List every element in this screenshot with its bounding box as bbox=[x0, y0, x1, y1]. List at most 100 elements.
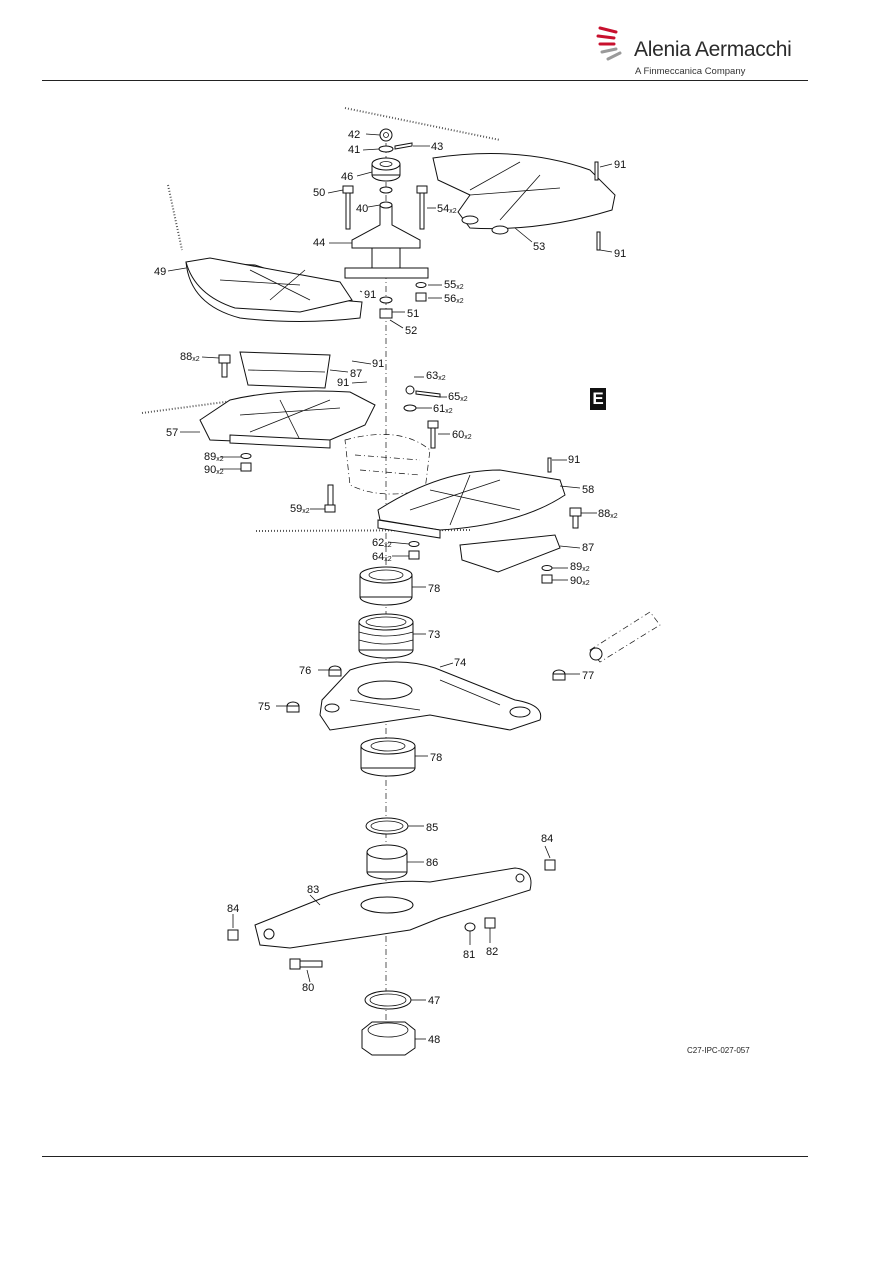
bracket-part bbox=[459, 534, 561, 573]
callout-90: 90x2 bbox=[570, 575, 590, 587]
bolt-part bbox=[289, 958, 323, 970]
bearing-part bbox=[360, 737, 416, 777]
washer-part bbox=[408, 541, 420, 547]
callout-60: 60x2 bbox=[452, 429, 472, 441]
callout-number: 54 bbox=[437, 203, 449, 215]
callout-number: 49 bbox=[154, 266, 166, 278]
callout-number: 75 bbox=[258, 701, 270, 713]
callout-quantity: x2 bbox=[216, 469, 224, 476]
callout-75: 75 bbox=[258, 701, 270, 713]
callout-number: 86 bbox=[426, 857, 438, 869]
callout-number: 89 bbox=[570, 561, 582, 573]
nut-part bbox=[544, 859, 556, 871]
callout-number: 46 bbox=[341, 171, 353, 183]
callout-quantity: x2 bbox=[384, 542, 392, 549]
callout-number: 51 bbox=[407, 308, 419, 320]
section-line bbox=[167, 184, 183, 251]
fairing-part bbox=[185, 257, 363, 322]
lever-part bbox=[319, 661, 542, 731]
callout-73: 73 bbox=[428, 629, 440, 641]
callout-quantity: x2 bbox=[216, 456, 224, 463]
callout-number: 40 bbox=[356, 203, 368, 215]
callout-quantity: x2 bbox=[192, 356, 200, 363]
callout-91: 91 bbox=[614, 248, 626, 260]
callout-number: 63 bbox=[426, 370, 438, 382]
callout-number: 41 bbox=[348, 144, 360, 156]
figure-reference-code: C27-IPC-027-057 bbox=[687, 1046, 750, 1055]
callout-78: 78 bbox=[430, 752, 442, 764]
plate-part bbox=[377, 469, 566, 539]
fairing-part bbox=[432, 153, 616, 235]
washer-part bbox=[403, 404, 417, 412]
callout-84: 84 bbox=[541, 833, 553, 845]
bolt-part bbox=[324, 484, 336, 513]
view-label: E bbox=[590, 388, 606, 410]
callout-61: 61x2 bbox=[433, 403, 453, 415]
brand-subtitle: A Finmeccanica Company bbox=[635, 66, 746, 77]
nut-part bbox=[408, 550, 420, 560]
callout-number: 90 bbox=[204, 464, 216, 476]
callout-46: 46 bbox=[341, 171, 353, 183]
callout-44: 44 bbox=[313, 237, 325, 249]
bracket-part bbox=[239, 351, 331, 389]
callout-90: 90x2 bbox=[204, 464, 224, 476]
callout-quantity: x2 bbox=[445, 408, 453, 415]
nut-part bbox=[379, 308, 393, 319]
callout-89: 89x2 bbox=[570, 561, 590, 573]
callout-number: 80 bbox=[302, 982, 314, 994]
callout-quantity: x2 bbox=[610, 513, 618, 520]
nut-part bbox=[415, 292, 427, 302]
callout-88: 88x2 bbox=[180, 351, 200, 363]
callout-number: 42 bbox=[348, 129, 360, 141]
callout-76: 76 bbox=[299, 665, 311, 677]
callout-number: 91 bbox=[568, 454, 580, 466]
bolt-part bbox=[427, 420, 439, 449]
nut-part bbox=[405, 385, 415, 395]
callout-number: 91 bbox=[337, 377, 349, 389]
washer-part bbox=[379, 296, 393, 304]
bolt-part bbox=[416, 185, 428, 230]
nut-part bbox=[379, 128, 393, 142]
screw-part bbox=[569, 507, 582, 529]
washer-part bbox=[415, 282, 427, 288]
nut-part bbox=[227, 929, 239, 941]
callout-number: 56 bbox=[444, 293, 456, 305]
callout-58: 58 bbox=[582, 484, 594, 496]
callout-41: 41 bbox=[348, 144, 360, 156]
ring-part bbox=[364, 990, 412, 1010]
washer-part bbox=[541, 565, 553, 571]
callout-85: 85 bbox=[426, 822, 438, 834]
callout-43: 43 bbox=[431, 141, 443, 153]
nut-part bbox=[541, 574, 553, 584]
callout-number: 76 bbox=[299, 665, 311, 677]
callout-number: 88 bbox=[180, 351, 192, 363]
callout-78: 78 bbox=[428, 583, 440, 595]
callout-59: 59x2 bbox=[290, 503, 310, 515]
callout-number: 62 bbox=[372, 537, 384, 549]
bushing-part bbox=[366, 844, 408, 880]
callout-quantity: x2 bbox=[384, 556, 392, 563]
callout-77: 77 bbox=[582, 670, 594, 682]
callout-57: 57 bbox=[166, 427, 178, 439]
company-logo-icon bbox=[596, 26, 622, 61]
callout-number: 78 bbox=[428, 583, 440, 595]
callout-number: 73 bbox=[428, 629, 440, 641]
callout-quantity: x2 bbox=[302, 508, 310, 515]
callout-number: 89 bbox=[204, 451, 216, 463]
callout-number: 52 bbox=[405, 325, 417, 337]
callout-83: 83 bbox=[307, 884, 319, 896]
lever-part bbox=[254, 867, 532, 949]
spacer-part bbox=[379, 186, 393, 194]
callout-51: 51 bbox=[407, 308, 419, 320]
callout-number: 84 bbox=[541, 833, 553, 845]
rod-end-part bbox=[589, 611, 661, 663]
nut-part bbox=[484, 917, 496, 929]
callout-number: 91 bbox=[372, 358, 384, 370]
screw-part bbox=[218, 354, 231, 378]
plate-part bbox=[199, 390, 376, 449]
sleeve-part bbox=[358, 613, 414, 659]
nut-part bbox=[361, 1021, 416, 1056]
washer-part bbox=[378, 145, 394, 153]
cotter-pin-part bbox=[394, 142, 413, 150]
callout-48: 48 bbox=[428, 1034, 440, 1046]
